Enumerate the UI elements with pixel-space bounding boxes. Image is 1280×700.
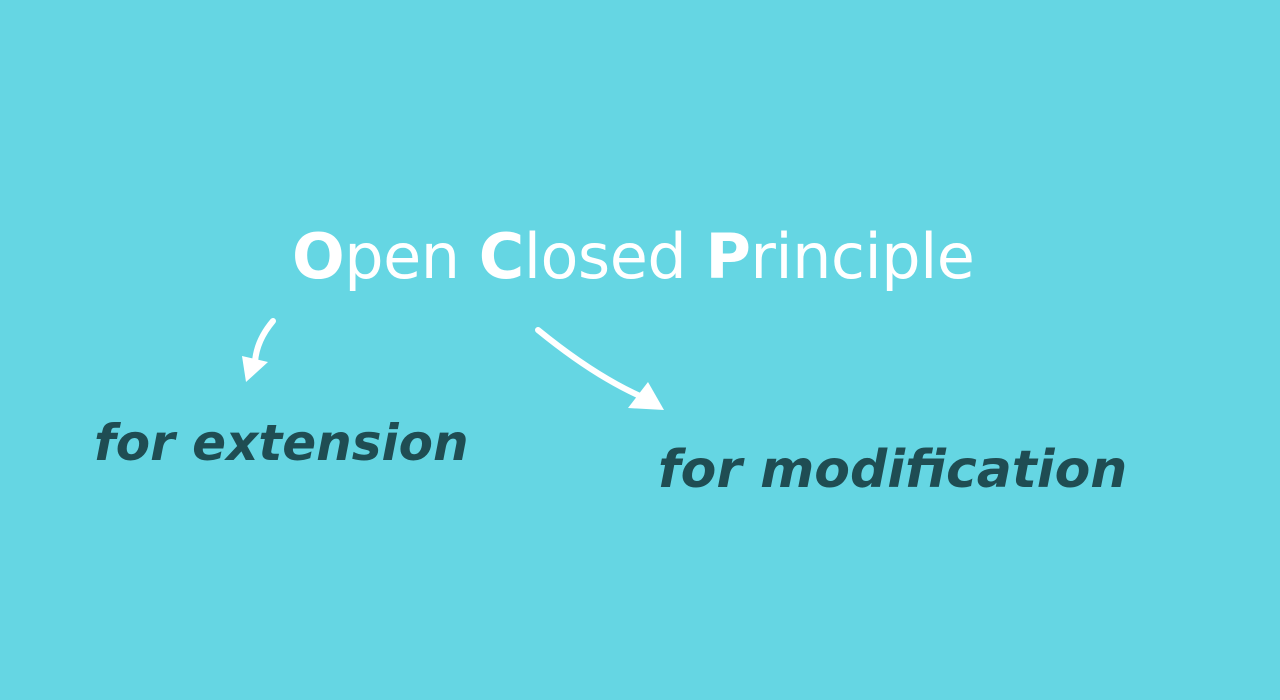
- title-word-closed-rest: losed: [523, 220, 687, 293]
- label-for-modification: for modification: [658, 440, 1128, 500]
- label-for-extension: for extension: [94, 414, 469, 472]
- title-initial-p: P: [705, 220, 751, 293]
- title-initial-o: O: [292, 220, 345, 293]
- title-word-principle-rest: rinciple: [750, 220, 975, 293]
- curved-arrow-down-right-icon: [535, 327, 664, 410]
- title-initial-c: C: [478, 220, 525, 293]
- principle-title: Open Closed Principle: [292, 226, 975, 288]
- title-word-open-rest: pen: [344, 220, 460, 293]
- curved-arrow-down-left-icon: [242, 318, 276, 382]
